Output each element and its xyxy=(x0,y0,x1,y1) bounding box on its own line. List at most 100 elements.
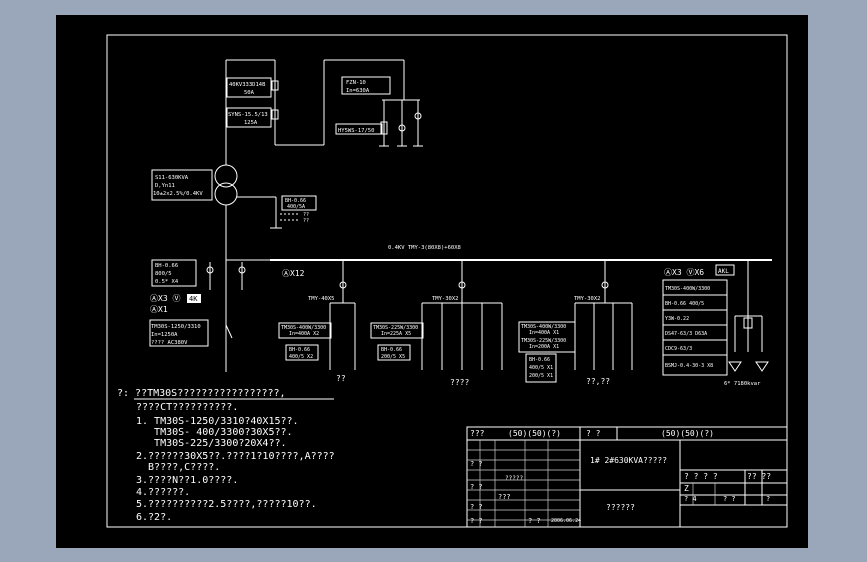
tb-date: 2006.06.24 xyxy=(551,518,581,524)
tb-grid-3: ? ? xyxy=(470,483,483,491)
note-line-9: 5.??????????2.5????,?????10??. xyxy=(136,499,317,510)
tb-grid-1: ? ? xyxy=(470,460,483,468)
note-line-10: 6.?2?. xyxy=(136,512,172,523)
feeder-3-title: TMY-30X2 xyxy=(574,296,601,302)
inner-frame xyxy=(106,34,788,528)
meter-line2: 800/5 xyxy=(155,271,172,277)
tb-header-1: ??? xyxy=(470,429,485,438)
feeder-2-load: ???? xyxy=(450,378,469,387)
feeder-1-ct2: 400/5 X2 xyxy=(289,354,313,360)
main-switch-box xyxy=(187,294,201,303)
busbar-group: 0.4KV TMY-3(80X8)+60X8 ⒶX12 xyxy=(270,245,772,278)
notes: ?: ??TM30S?????????????????, ????CT?????… xyxy=(117,388,335,523)
meter-box xyxy=(151,259,197,287)
tb-sheet-1: ? 4 xyxy=(684,495,697,503)
hv-switch-line2: 125A xyxy=(244,120,258,126)
main-incoming: BH-0.66 800/5 0.5* X4 ⒶX3 Ⓥ 4K ⒶX1 TM30S… xyxy=(149,259,276,347)
note-line-6: B????,C????. xyxy=(136,462,220,473)
transformer-line3: 10±2x2.5%/0.4KV xyxy=(153,191,203,197)
hv-fuse-line2: 50A xyxy=(244,90,255,96)
note-line-2: 1. TM30S-1250/3310?40X15??. xyxy=(136,416,299,427)
note-line-3: TM30S- 400/3300?30X5??. xyxy=(136,427,293,438)
feeder-2-breaker2: In=225A X5 xyxy=(381,331,411,337)
feeder-3-ct1: BH-0.66 xyxy=(529,357,550,363)
svg-text:??: ?? xyxy=(303,212,309,218)
hv-switch-label xyxy=(226,107,272,128)
feeder-2: TMY-30X2 TM30S-225W/3300 In=225A X5 BH-0… xyxy=(370,260,503,387)
busbar-label: 0.4KV TMY-3(80X8)+60X8 xyxy=(388,245,461,251)
comp-box-text: AKL xyxy=(718,268,729,275)
meter-line3: 0.5* X4 xyxy=(155,279,179,285)
note-line-4: TM30S-225/3300?20X4??. xyxy=(136,438,287,449)
comp-item-3: Y3W-0.22 xyxy=(665,316,689,322)
tb-grid-5: ? ? xyxy=(470,503,483,511)
note-line-8: 4.??????. xyxy=(136,487,190,498)
feeder-1-title: TMY-40X5 xyxy=(308,296,335,302)
feeder-3-ct3: 200/5 X1 xyxy=(529,373,553,379)
bus-ammeter-label: ⒶX12 xyxy=(282,269,305,278)
feeder-3-breaker2: In=400A X1 xyxy=(529,330,559,336)
tb-r2: ?? ?? xyxy=(747,472,771,481)
tb-r1: ? ? ? ? xyxy=(684,472,718,481)
feeder-2-breaker1: TM30S-225W/3300 xyxy=(373,325,418,331)
feeder-3-breaker3: TM30S-225W/3300 xyxy=(521,338,566,344)
notes-heading: ?: ??TM30S?????????????????, xyxy=(117,388,286,399)
ct-main-line2: 400/5A xyxy=(287,204,305,210)
note-line-5: 2.??????30X5??.????1?10????,A???? xyxy=(136,451,335,462)
hv-fuse-label xyxy=(226,77,272,98)
tb-header-4: (50)(50)(?) xyxy=(661,429,714,438)
feeder-2-title: TMY-30X2 xyxy=(432,296,459,302)
feeder-1-ct1: BH-0.66 xyxy=(289,347,310,353)
feeder-2-ct2: 200/5 X5 xyxy=(381,354,405,360)
comp-list-box xyxy=(662,279,728,376)
feeder-3: TMY-30X2 TM30S-400W/3300 In=400A X1 TM30… xyxy=(518,260,633,386)
comp-item-4: DS47-63/3 D63A xyxy=(665,331,707,337)
tb-main-title: 1# 2#630KVA????? xyxy=(590,456,667,465)
feeder-1: TMY-40X5 TM30S-400W/3300 In=400A X2 BH-0… xyxy=(278,260,356,383)
transformer-line1: S11-630KVA xyxy=(155,175,189,181)
tb-grid-7: ? ? xyxy=(528,517,541,525)
tb-grid-2: ????? xyxy=(505,475,523,482)
arrester-label xyxy=(335,123,383,135)
hv-switch-line1: SYNS-15.5/13 xyxy=(228,112,268,118)
feeder-3-breaker4: In=200A X1 xyxy=(529,344,559,350)
ct-main-line1: BH-0.66 xyxy=(285,198,306,204)
tb-bottom: ?????? xyxy=(606,503,635,512)
title-block: ??? (50)(50)(?) ? ? (50)(50)(?) 1# 2#630… xyxy=(466,426,788,528)
main-ammeter-label: ⒶX1 xyxy=(150,305,168,314)
meter-line1: BH-0.66 xyxy=(155,263,178,269)
note-line-1: ????CT??????????. xyxy=(136,402,238,413)
comp-item-6: BSMJ-0.4-30-3 X8 xyxy=(665,363,713,369)
note-line-7: 3.????N??1.0????. xyxy=(136,475,238,486)
main-breaker-line2: In=1250A xyxy=(151,332,178,338)
drawing-sheet xyxy=(56,15,808,548)
transformer-label-box xyxy=(151,169,213,201)
feeder-3-load: ??,?? xyxy=(586,377,610,386)
transformer-line2: D,Yn11 xyxy=(155,183,175,189)
svg-text:??: ?? xyxy=(303,218,309,224)
main-breaker-line3: ???? AC380V xyxy=(151,340,188,346)
hv-breaker-line2: In=630A xyxy=(346,88,370,94)
arrester-text: HY5WS-17/50 xyxy=(338,128,374,134)
feeder-3-breaker1: TM30S-400W/3300 xyxy=(521,324,566,330)
comp-instruments: ⒶX3 ⓋX6 xyxy=(664,268,704,277)
transformer: S11-630KVA D,Yn11 10±2x2.5%/0.4KV BH-0.6… xyxy=(151,164,317,372)
feeder-1-load: ?? xyxy=(336,374,346,383)
main-breaker-box xyxy=(149,319,209,347)
comp-item-2: BH-0.66 400/5 xyxy=(665,301,704,307)
comp-item-1: TM30S-400W/3300 xyxy=(665,286,710,292)
compensation: ⒶX3 ⓋX6 AKL TM30S-400W/3300 BH-0.66 400/… xyxy=(662,260,769,387)
comp-capacitor-label: 6* 7180kvar xyxy=(724,381,761,387)
hv-breaker-line1: FZN-10 xyxy=(346,80,366,86)
feeder-2-ct1: BH-0.66 xyxy=(381,347,402,353)
tb-grid-6: ? ? xyxy=(470,517,483,525)
tb-z: Z xyxy=(684,484,689,493)
feeder-3-ct2: 400/5 X1 xyxy=(529,365,553,371)
comp-box xyxy=(715,264,735,276)
feeder-1-breaker2: In=400A X2 xyxy=(289,331,319,337)
feeder-1-breaker1: TM30S-400W/3300 xyxy=(281,325,326,331)
tb-header-3: ? ? xyxy=(586,429,601,438)
main-switch-box-text: 4K xyxy=(189,295,198,303)
tb-sheet-3: ? xyxy=(766,495,770,503)
